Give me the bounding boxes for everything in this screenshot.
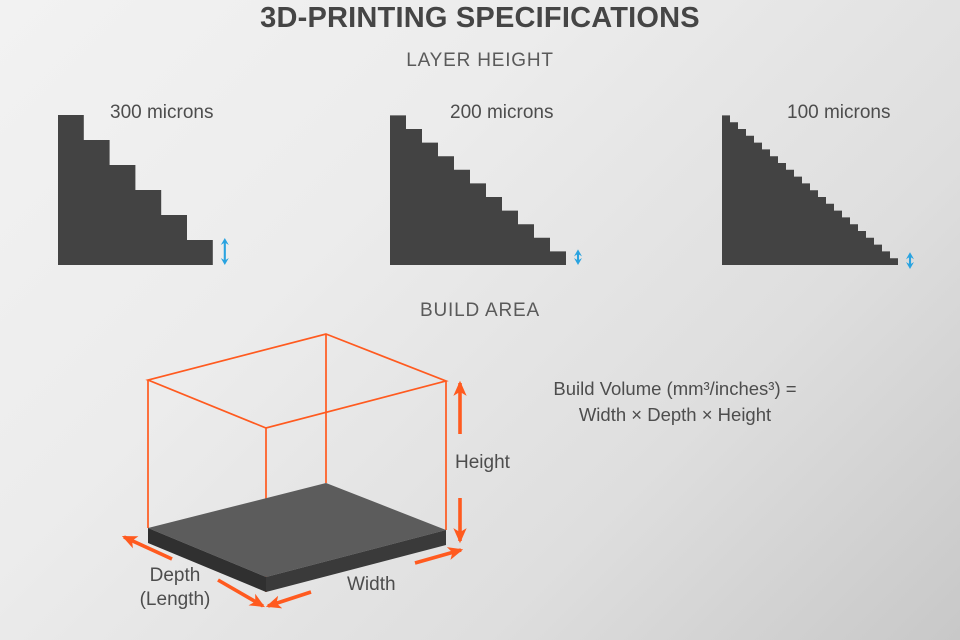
formula-line-1: Build Volume (mm³/inches³) = <box>553 378 797 399</box>
page-title: 3D-PRINTING SPECIFICATIONS <box>260 2 700 34</box>
staircase-300-microns <box>58 115 229 265</box>
width-arrow-right <box>414 547 464 565</box>
layer-height-arrow <box>906 252 914 269</box>
dimension-arrows <box>121 380 467 609</box>
layer-height-arrow <box>220 238 229 265</box>
depth-label: Depth (Length) <box>120 564 230 612</box>
layer-height-heading: LAYER HEIGHT <box>406 50 554 71</box>
depth-arrow-up <box>121 535 173 561</box>
build-platform <box>148 483 446 592</box>
width-label: Width <box>347 574 396 595</box>
depth-label-line-1: Depth <box>149 565 201 586</box>
build-area-heading: BUILD AREA <box>420 300 540 321</box>
depth-arrow-down <box>217 578 265 608</box>
depth-label-line-2: (Length) <box>139 589 211 610</box>
layer-height-arrow <box>574 249 582 265</box>
build-volume-formula: Build Volume (mm³/inches³) = Width × Dep… <box>505 376 845 428</box>
staircase-200-microns <box>390 115 582 266</box>
build-volume-wireframe <box>145 333 449 592</box>
stair-label-300: 300 microns <box>110 102 214 123</box>
stair-label-100: 100 microns <box>787 102 891 123</box>
staircase-100-microns <box>722 115 914 269</box>
staircase-shape <box>58 115 213 265</box>
stair-label-200: 200 microns <box>450 102 554 123</box>
staircase-shape <box>722 115 898 266</box>
formula-line-2: Width × Depth × Height <box>578 404 772 425</box>
width-arrow-left <box>265 590 312 609</box>
staircase-shape <box>390 115 566 266</box>
height-label: Height <box>455 452 510 473</box>
